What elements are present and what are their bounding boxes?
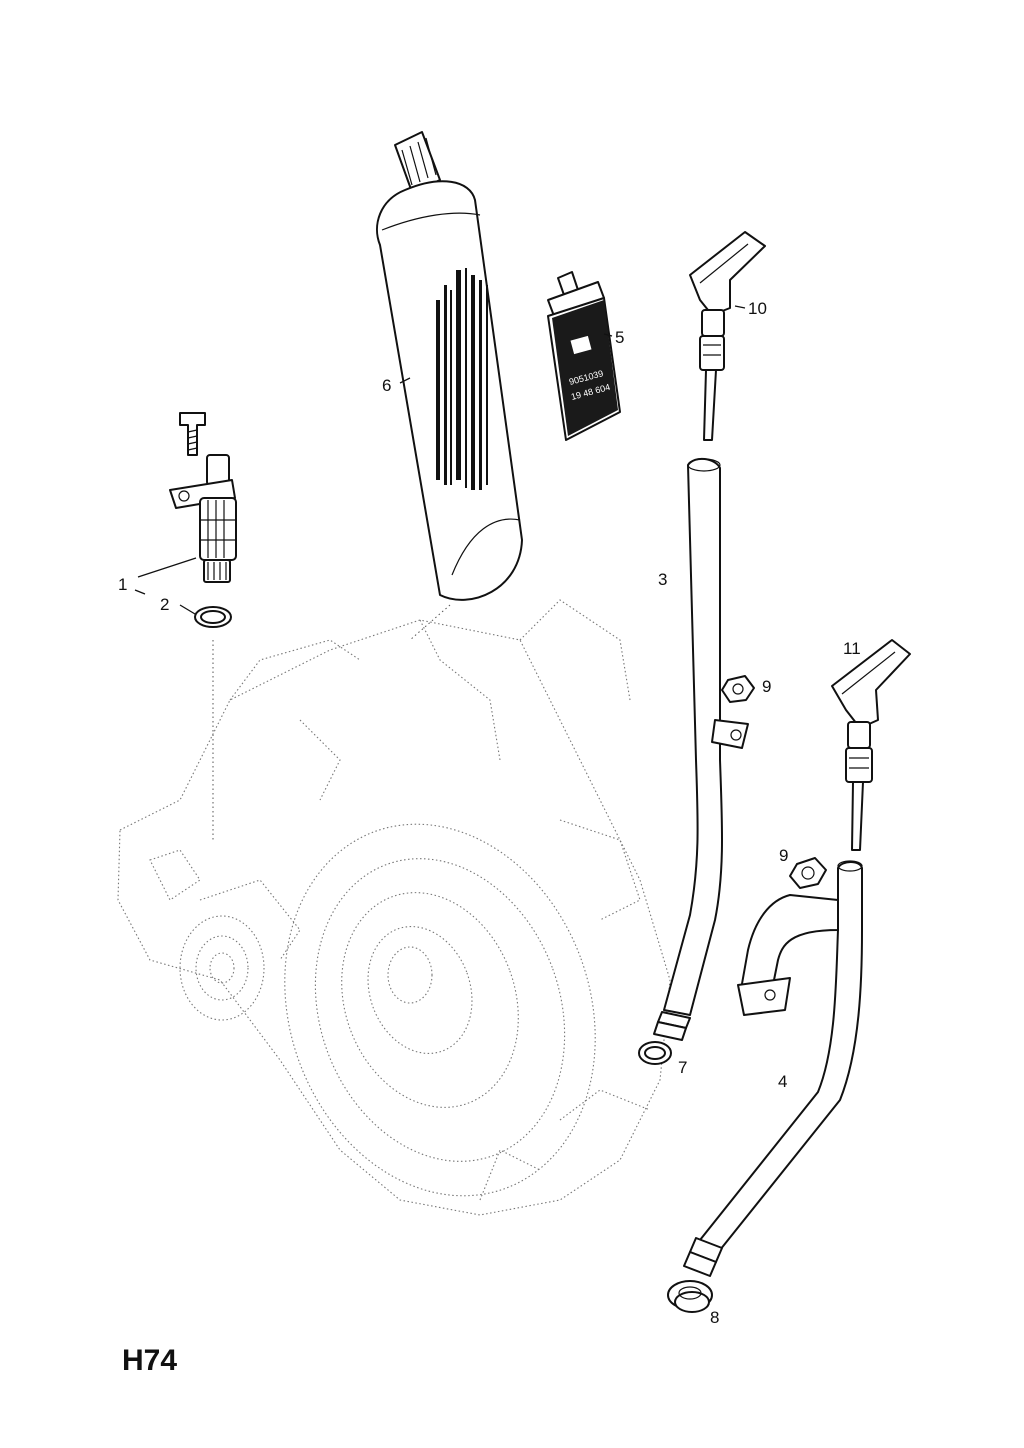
- callout-3: 3: [658, 570, 667, 589]
- leader-lines: [134, 305, 746, 615]
- callouts: 1 2 3 4 5 6 7 8 9 9 10 11: [118, 299, 861, 1327]
- nut-9-upper: [721, 675, 755, 703]
- tube-barcode: [436, 268, 488, 490]
- sealant-tube-small: 9051039 19 48 604: [547, 271, 621, 441]
- dipstick-tube-3: [653, 457, 749, 1041]
- seal-ring-2: [194, 606, 232, 628]
- callout-5: 5: [615, 328, 624, 347]
- callout-6: 6: [382, 376, 391, 395]
- callout-1: 1: [118, 575, 127, 594]
- callout-9-upper: 9: [762, 677, 771, 696]
- callout-10: 10: [748, 299, 767, 318]
- callout-8: 8: [710, 1308, 719, 1327]
- speed-sensor: [169, 412, 237, 583]
- nut-9-lower: [789, 857, 827, 889]
- o-ring-7: [638, 1041, 672, 1065]
- dipstick-10: [689, 231, 766, 441]
- sealant-tube-large: [376, 131, 523, 601]
- callout-4: 4: [778, 1072, 787, 1091]
- dipstick-11: [831, 639, 911, 851]
- callout-9-lower: 9: [779, 846, 788, 865]
- transmission-phantom: [117, 599, 671, 1216]
- callout-11: 11: [843, 639, 861, 658]
- callout-2: 2: [160, 595, 169, 614]
- callout-7: 7: [678, 1058, 687, 1077]
- grommet-8: [667, 1280, 713, 1313]
- dipstick-tube-4: [683, 860, 863, 1277]
- sheet-code: H74: [122, 1344, 177, 1377]
